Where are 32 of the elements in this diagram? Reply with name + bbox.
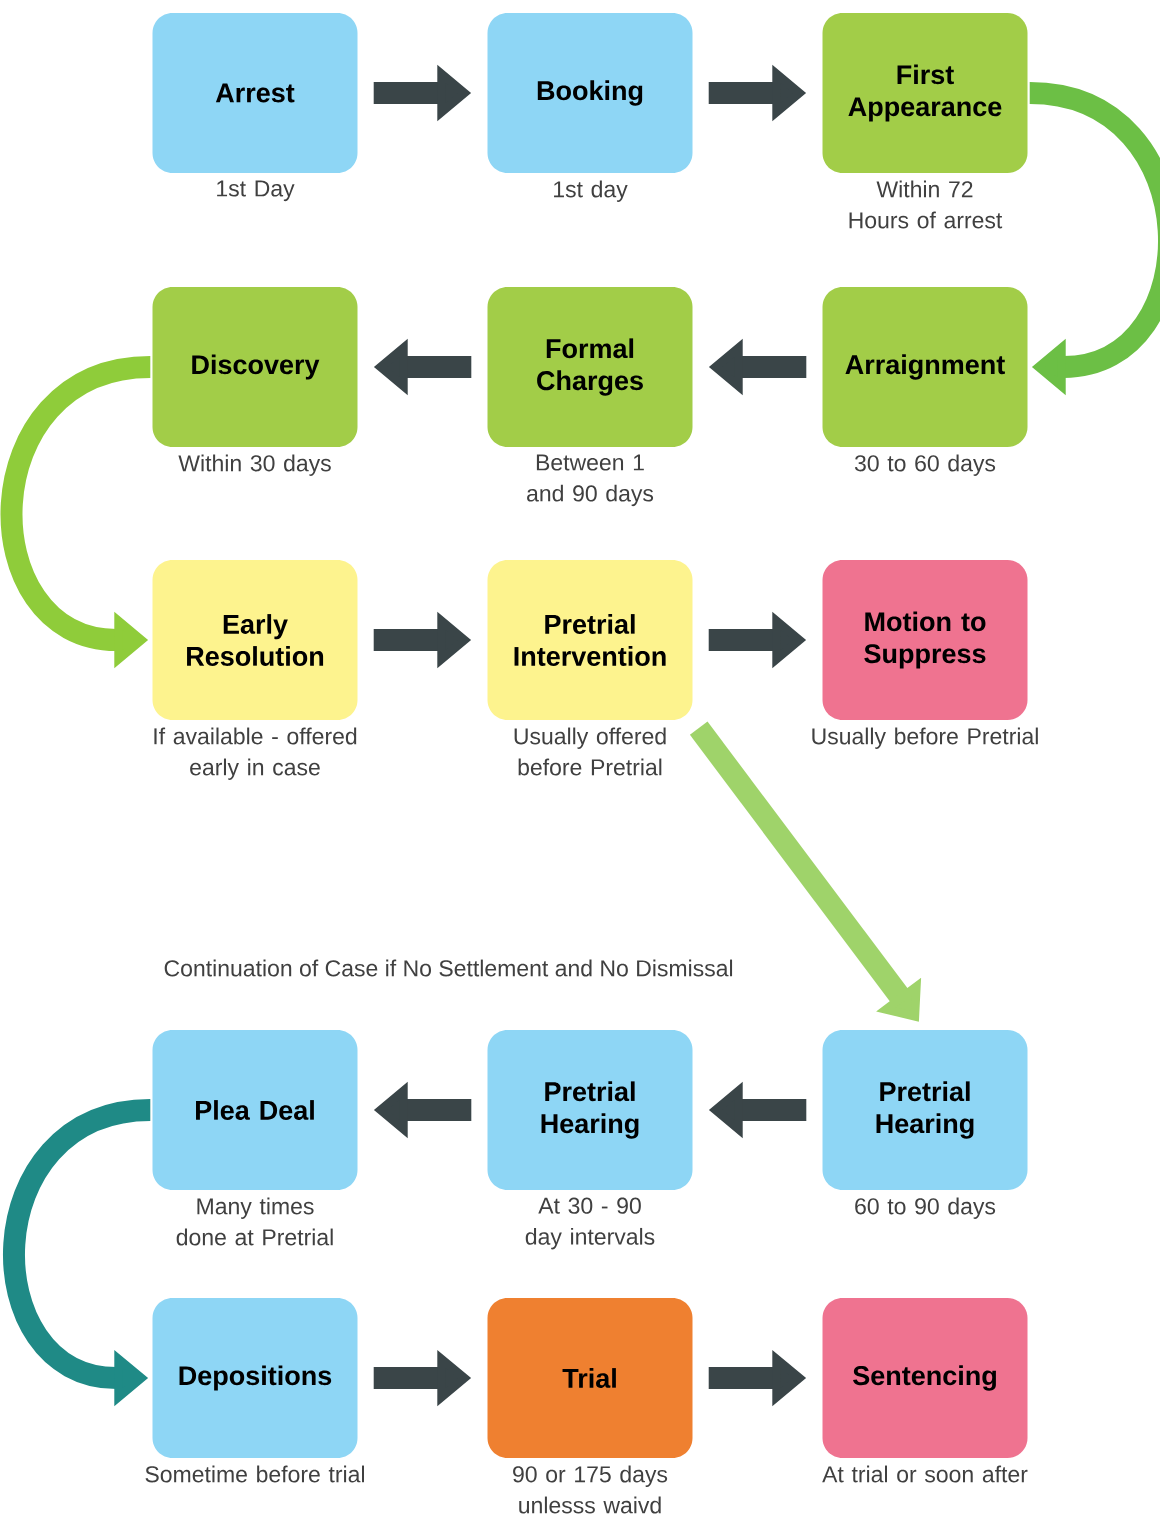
process-box: Trial [487,1298,693,1458]
process-box: Depositions [152,1298,358,1458]
process-box: Pretrial Hearing [487,1030,693,1190]
process-box: Pretrial Hearing [822,1030,1028,1190]
process-box: Motion to Suppress [822,560,1028,720]
process-box: Arraignment [822,287,1028,447]
process-box: Early Resolution [152,560,358,720]
caption-text: Within 72 Hours of arrest [849,180,1003,229]
caption-text: If available - offered early in case [154,727,357,780]
caption-text: 30 to 60 days [854,454,996,476]
process-box: Plea Deal [152,1030,358,1190]
caption-text: 90 or 175 days unlesss waivd [513,1465,668,1514]
process-box: Sentencing [822,1298,1028,1458]
caption-text: Many times done at Pretrial [176,1197,333,1246]
process-box: Pretrial Intervention [487,560,693,720]
caption-text: 1st day [554,180,628,202]
process-box: Discovery [152,287,358,447]
caption-text: At trial or soon after [822,1465,1028,1483]
caption-text: 60 to 90 days [855,1197,996,1219]
note-text: Continuation of Case if No Settlement and No Dismissal [164,959,733,977]
process-box: Formal Charges [487,287,693,447]
caption-text: Within 30 days [178,454,331,476]
caption-text: 1st Day [217,180,295,202]
caption-text: Usually offered before Pretrial [514,727,666,776]
caption-text: Usually before Pretrial [812,727,1038,749]
process-box: Arrest [152,13,358,173]
caption-text: Sometime before trial [145,1465,364,1483]
process-box: Booking [487,13,693,173]
arrow [1028,82,1160,396]
caption-text: Between 1 and 90 days [527,454,654,507]
caption-text: At 30 - 90 day intervals [525,1197,655,1250]
process-box: First Appearance [822,13,1028,173]
